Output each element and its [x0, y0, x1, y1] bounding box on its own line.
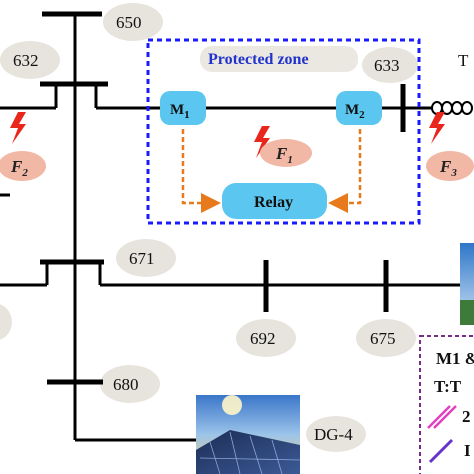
fault-f2-bubble: F2	[0, 151, 46, 181]
legend-line1: M1 &	[436, 349, 474, 368]
meter-m1[interactable]: M1	[160, 91, 206, 125]
bus-632-bubble: 632	[0, 41, 60, 79]
fault-f1-bolt-icon	[254, 126, 270, 158]
bus-675-bubble: 675	[356, 319, 416, 357]
legend-box: M1 & T:T 2 I	[419, 335, 474, 474]
protected-zone-title-bubble: Protected zone	[200, 46, 358, 72]
bus-675-label: 675	[370, 329, 396, 348]
relay-label: Relay	[254, 194, 293, 211]
bus-680-label: 680	[113, 375, 139, 394]
meter-m1-label: M1	[170, 102, 190, 121]
bus-692-bubble: 692	[236, 319, 296, 357]
fault-f1-bubble: F1	[260, 139, 312, 167]
meter-m2[interactable]: M2	[336, 91, 382, 125]
bus-671-label: 671	[129, 249, 155, 268]
solar-panel-photo	[196, 395, 301, 474]
legend-line2: T:T	[434, 377, 462, 396]
legend-item1: 2	[462, 407, 471, 426]
protected-zone-title: Protected zone	[208, 51, 309, 68]
legend-purple-line-icon	[428, 438, 454, 464]
fault-f3-bolt-icon	[429, 112, 445, 144]
fault-f3-label: F3	[439, 157, 457, 179]
fault-f2-bolt-icon	[10, 112, 26, 144]
feeder-lines	[0, 11, 474, 442]
bus-680-bubble: 680	[100, 365, 160, 403]
meter-m2-label: M2	[345, 102, 365, 121]
right-edge-photo	[460, 243, 474, 325]
dg4-bubble: DG-4	[306, 416, 366, 452]
legend-pink-line-icon	[427, 405, 451, 429]
bus-633-label: 633	[374, 56, 400, 75]
bus-650-label: 650	[116, 13, 142, 32]
comm-arrows	[181, 129, 362, 213]
bus-632-label: 632	[13, 51, 39, 70]
protected-zone-border	[146, 38, 421, 225]
relay-box[interactable]: Relay	[222, 183, 327, 219]
partial-bubble-left	[0, 304, 12, 340]
fault-f3-bubble: F3	[426, 151, 474, 181]
bus-692-label: 692	[250, 329, 276, 348]
dg4-label: DG-4	[314, 425, 353, 444]
m2-to-relay-arrow	[328, 129, 362, 213]
legend-item2: I	[464, 441, 471, 460]
fault-f2-label: F2	[10, 157, 28, 179]
bus-650-bubble: 650	[103, 3, 163, 41]
bus-633-bubble: 633	[362, 47, 418, 83]
fault-f1-label: F1	[275, 144, 293, 166]
m1-to-relay-arrow	[181, 129, 221, 213]
transformer-label: T	[458, 51, 469, 70]
bus-671-bubble: 671	[116, 239, 176, 277]
